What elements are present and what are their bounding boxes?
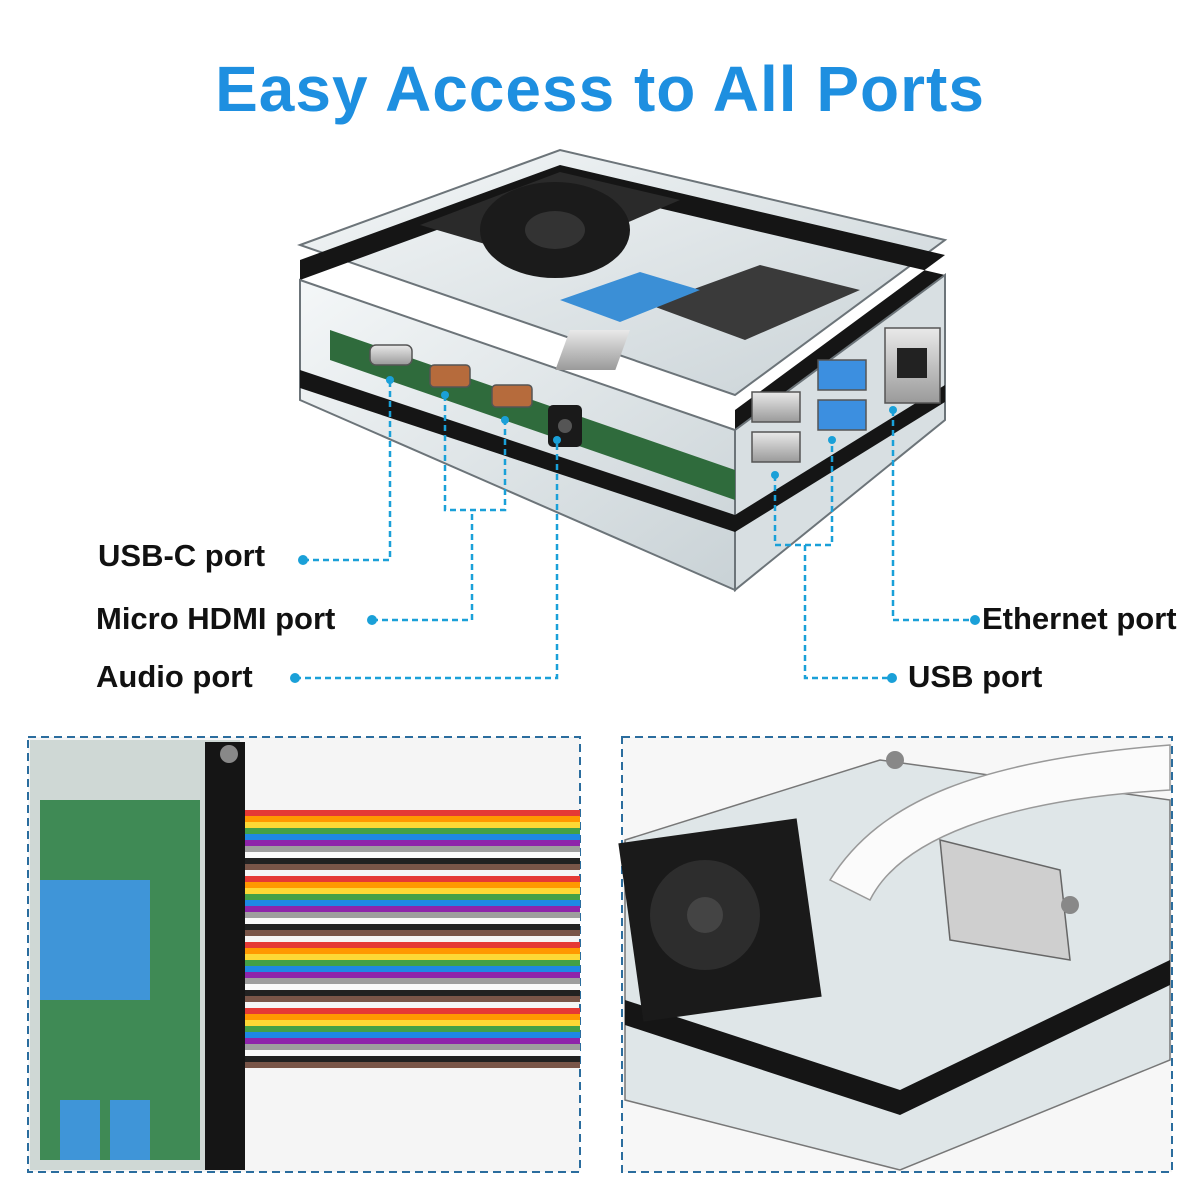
micro-hdmi-ports-graphic bbox=[429, 364, 533, 408]
usb-c-port-graphic bbox=[369, 344, 413, 366]
usb-port-label: USB port bbox=[908, 659, 1043, 694]
audio-port-label: Audio port bbox=[96, 659, 253, 694]
camera-cable-inset bbox=[618, 736, 1173, 1173]
usb-ports-graphic bbox=[751, 359, 867, 463]
usb-c-port-label: USB-C port bbox=[98, 538, 266, 573]
ethernet-port-label: Ethernet port bbox=[982, 601, 1177, 636]
ethernet-port-graphic bbox=[884, 327, 941, 404]
micro-hdmi-port-label: Micro HDMI port bbox=[96, 601, 336, 636]
callout-lines bbox=[295, 380, 975, 680]
callout-dots bbox=[290, 376, 980, 683]
ribbon-cable bbox=[245, 810, 580, 1068]
page-title: Easy Access to All Ports bbox=[215, 53, 985, 125]
gpio-ribbon-inset bbox=[27, 736, 581, 1173]
